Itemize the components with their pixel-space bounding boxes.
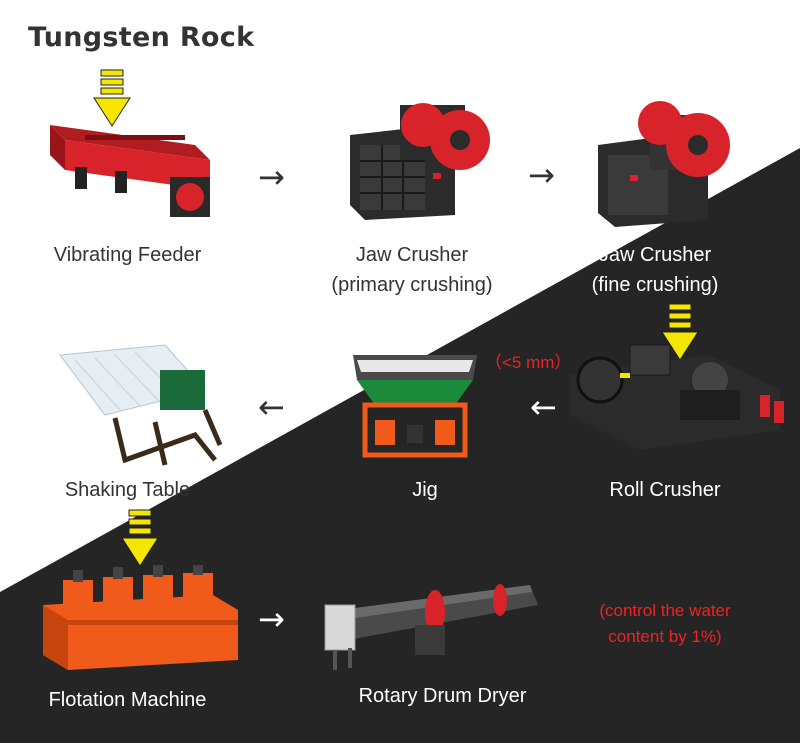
flotation-machine-label: Flotation Machine (48, 689, 207, 711)
jig-size-note: （<5 mm） (485, 353, 572, 372)
page-title: Tungsten Rock (28, 22, 255, 53)
vibrating-feeder-label: Vibrating Feeder (53, 244, 202, 266)
jig-image (353, 355, 477, 458)
dryer-water-note-line2: content by 1%) (608, 627, 722, 646)
shaking-table-label: Shaking Table (64, 479, 191, 501)
jaw-crusher-fine-image (598, 101, 730, 227)
jaw-crusher-fine-label: Jaw Crusher (fine crushing) (591, 244, 719, 296)
roll-crusher-image (570, 344, 784, 450)
shaking-table-image (59, 344, 223, 466)
dryer-water-note: (control the water content by 1%) (575, 598, 755, 650)
jaw-crusher-primary-image (350, 103, 490, 220)
right-flow-arrow-icon: → (258, 600, 285, 638)
dryer-water-note-line1: (control the water (599, 601, 731, 620)
yellow-down-feed-arrow-icon (661, 303, 699, 361)
jig-label: Jig (412, 479, 438, 501)
vibrating-feeder-image (50, 125, 210, 217)
right-flow-arrow-icon: → (528, 156, 555, 194)
rotary-drum-dryer-label: Rotary Drum Dryer (358, 685, 527, 707)
jaw-crusher-primary-label: Jaw Crusher (primary crushing) (331, 244, 493, 296)
yellow-down-feed-arrow-icon (121, 509, 159, 567)
yellow-down-feed-arrow-icon (93, 69, 131, 127)
flotation-machine-image (43, 565, 238, 670)
roll-crusher-label: Roll Crusher (609, 479, 721, 501)
right-flow-arrow-icon: → (258, 158, 285, 196)
rotary-drum-dryer-image (324, 584, 538, 670)
left-flow-arrow-icon: ← (530, 388, 557, 426)
left-flow-arrow-icon: ← (258, 388, 285, 426)
